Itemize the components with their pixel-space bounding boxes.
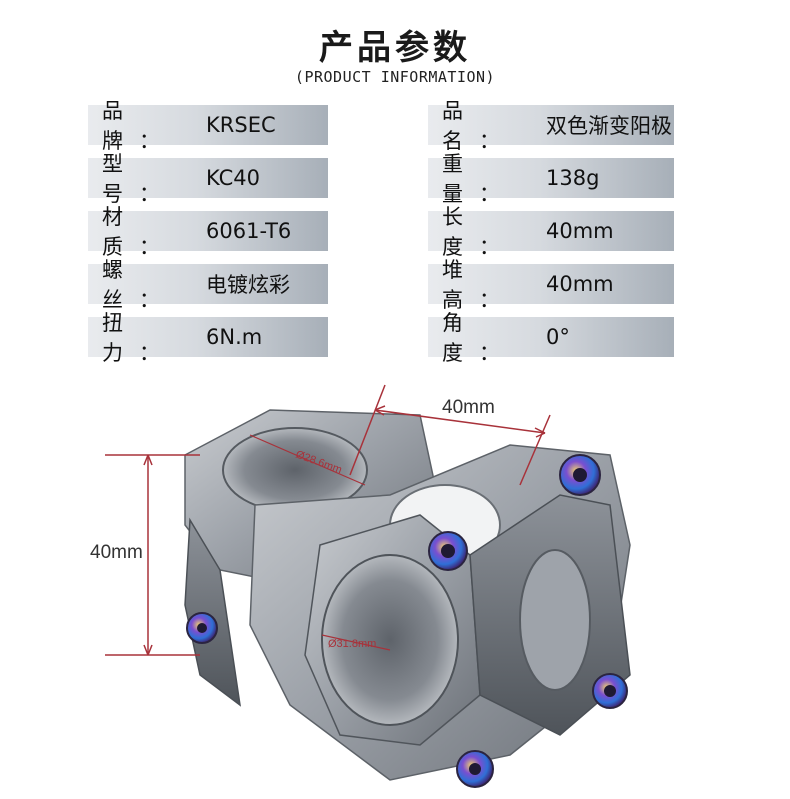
stem-product-image: 40mm 40mm Ø28.6mm Ø31.8mm bbox=[90, 384, 631, 788]
spec-value: 6N.m bbox=[206, 325, 263, 349]
height-dimension-label: 40mm bbox=[90, 542, 143, 563]
page-subtitle: (PRODUCT INFORMATION) bbox=[294, 68, 496, 86]
bolt-icon bbox=[428, 531, 468, 571]
dimension-length-line bbox=[349, 384, 551, 486]
spec-value: 138g bbox=[546, 166, 600, 190]
spec-value: 40mm bbox=[546, 272, 614, 296]
spec-row: 型 号： KC40 重 量： 138g bbox=[88, 152, 674, 206]
length-dimension-label: 40mm bbox=[442, 397, 495, 418]
spec-value: KC40 bbox=[206, 166, 261, 190]
spec-value: 6061-T6 bbox=[206, 219, 292, 243]
bolt-icon bbox=[186, 612, 218, 644]
bolt-icon bbox=[456, 750, 494, 788]
dimension-bore-lines bbox=[249, 434, 391, 651]
spec-label: 重 量： bbox=[442, 152, 516, 206]
spec-row: 材 质： 6061-T6 长 度： 40mm bbox=[88, 205, 674, 259]
bolt-icon bbox=[559, 454, 601, 496]
spec-cell-torque: 扭 力： 6N.m bbox=[88, 311, 328, 365]
spec-value: 双色渐变阳极 bbox=[546, 114, 672, 138]
spec-value: 40mm bbox=[546, 219, 614, 243]
spec-label: 扭 力： bbox=[102, 311, 176, 365]
spec-label: 型 号： bbox=[102, 152, 176, 206]
spec-cell-stack-height: 堆 高： 40mm bbox=[428, 258, 674, 312]
spec-value: 电镀炫彩 bbox=[206, 273, 290, 297]
bar-bore-label: Ø31.8mm bbox=[328, 638, 376, 650]
dimension-height-line bbox=[105, 454, 200, 656]
spec-label: 螺 丝： bbox=[102, 258, 176, 312]
spec-cell-material: 材 质： 6061-T6 bbox=[88, 205, 328, 259]
faceplate bbox=[304, 494, 631, 746]
spec-cell-model: 型 号： KC40 bbox=[88, 152, 328, 206]
spec-value: KRSEC bbox=[206, 113, 276, 137]
spec-label: 角 度： bbox=[442, 311, 516, 365]
spec-label: 材 质： bbox=[102, 205, 176, 259]
spec-cell-product-name: 品 名： 双色渐变阳极 bbox=[428, 99, 674, 153]
spec-row: 品 牌： KRSEC 品 名： 双色渐变阳极 bbox=[88, 99, 674, 153]
faceplate-window bbox=[519, 549, 591, 691]
spec-cell-weight: 重 量： 138g bbox=[428, 152, 674, 206]
spec-value: 0° bbox=[546, 325, 570, 349]
spec-label: 品 牌： bbox=[102, 99, 176, 153]
steerer-clamp bbox=[184, 409, 436, 707]
bolt-icon bbox=[592, 673, 628, 709]
spec-label: 品 名： bbox=[442, 99, 516, 153]
handlebar-bore bbox=[321, 554, 459, 726]
spec-cell-brand: 品 牌： KRSEC bbox=[88, 99, 328, 153]
spec-row: 扭 力： 6N.m 角 度： 0° bbox=[88, 311, 674, 365]
spec-label: 堆 高： bbox=[442, 258, 516, 312]
spec-cell-screws: 螺 丝： 电镀炫彩 bbox=[88, 258, 328, 312]
page-title: 产品参数 bbox=[319, 28, 471, 68]
spec-label: 长 度： bbox=[442, 205, 516, 259]
spec-cell-angle: 角 度： 0° bbox=[428, 311, 674, 365]
spec-cell-length: 长 度： 40mm bbox=[428, 205, 674, 259]
spec-row: 螺 丝： 电镀炫彩 堆 高： 40mm bbox=[88, 258, 674, 312]
